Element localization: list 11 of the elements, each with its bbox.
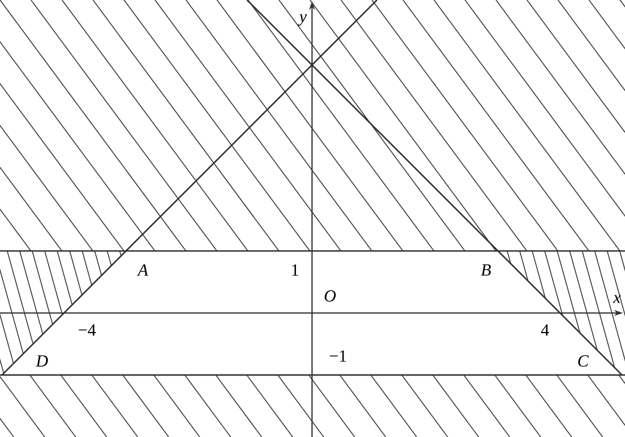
point-label: D [36,355,48,367]
tick-label: −1 [330,350,346,362]
point-label: O [324,290,336,302]
tick-label: −4 [78,324,96,336]
point-label: A [136,264,148,276]
axis-label: x [613,295,621,303]
point-label: B [480,264,491,276]
tick-label: 4 [541,324,549,336]
point-label: C [578,355,589,367]
tick-label: 1 [292,264,298,276]
axis-label: y [298,14,307,26]
